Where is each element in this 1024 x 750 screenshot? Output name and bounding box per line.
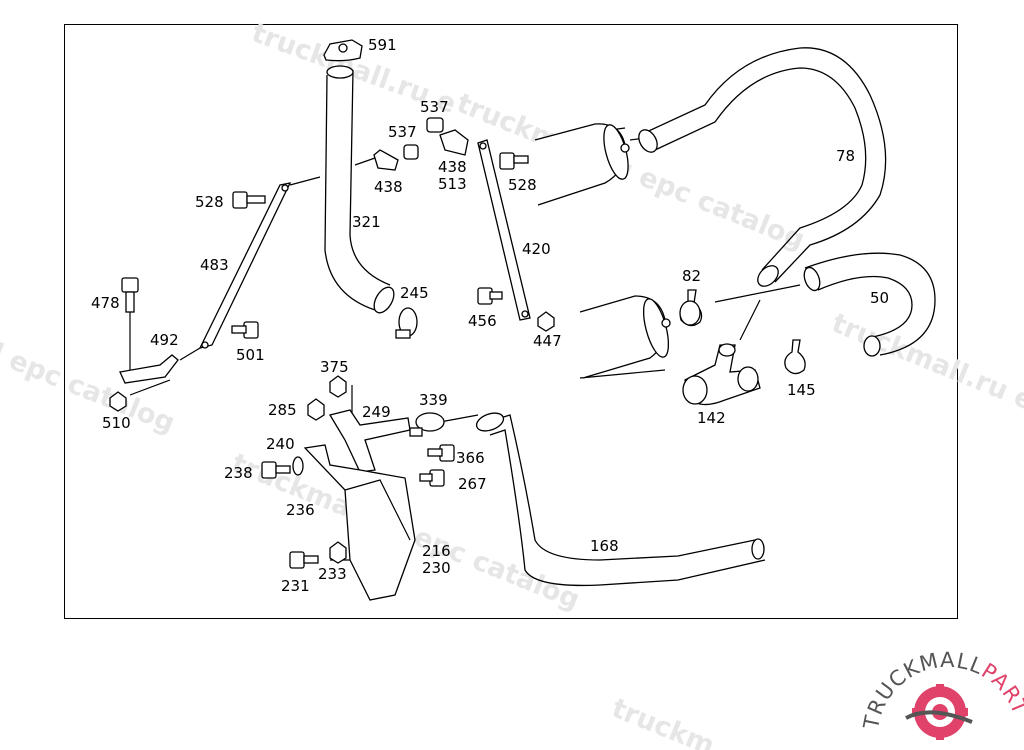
- label-537-a: 537: [420, 98, 449, 116]
- label-591: 591: [368, 36, 397, 54]
- label-321: 321: [352, 213, 381, 231]
- label-249: 249: [362, 403, 391, 421]
- clamp-245: [395, 307, 418, 339]
- bracket-492: [119, 354, 179, 384]
- label-78: 78: [836, 147, 855, 165]
- label-230: 230: [422, 559, 451, 577]
- pipe-321: [324, 65, 395, 314]
- watermark-layer: truckmall.ru e truckmall.ru epc catalog …: [0, 17, 1024, 750]
- label-447: 447: [533, 332, 562, 350]
- part-labels: 591 537 537 438 438 513 528 528 78 321 4…: [91, 36, 889, 595]
- label-375: 375: [320, 358, 349, 376]
- pipe-78: [638, 47, 887, 287]
- label-339: 339: [419, 391, 448, 409]
- label-537-b: 537: [388, 123, 417, 141]
- clamps-top: [373, 117, 469, 171]
- label-366: 366: [456, 449, 485, 467]
- cap-591: [323, 39, 363, 62]
- label-240: 240: [266, 435, 295, 453]
- label-438-b: 438: [374, 178, 403, 196]
- clamp-145: [784, 339, 806, 375]
- gear-icon: [905, 684, 973, 740]
- clamp-339: [409, 412, 445, 437]
- label-510: 510: [102, 414, 131, 432]
- pipe-168: [475, 412, 766, 587]
- label-82: 82: [682, 267, 701, 285]
- label-245: 245: [400, 284, 429, 302]
- label-238: 238: [224, 464, 253, 482]
- label-285: 285: [268, 401, 297, 419]
- y-pipe-142: [682, 343, 761, 406]
- label-513: 513: [438, 175, 467, 193]
- bolts: [109, 152, 555, 569]
- label-145: 145: [787, 381, 816, 399]
- label-528-a: 528: [195, 193, 224, 211]
- label-168: 168: [590, 537, 619, 555]
- shield-216: [303, 444, 416, 601]
- watermark-left: l epc catalog: [0, 338, 179, 439]
- label-233: 233: [318, 565, 347, 583]
- label-50: 50: [870, 289, 889, 307]
- diagram-frame: [64, 24, 958, 619]
- muffler-lower: [579, 295, 671, 379]
- watermark-right: truckmall.ru e: [827, 308, 1024, 417]
- label-142: 142: [697, 409, 726, 427]
- label-478: 478: [91, 294, 120, 312]
- label-231: 231: [281, 577, 310, 595]
- label-456: 456: [468, 312, 497, 330]
- muffler-upper: [534, 123, 630, 206]
- label-236: 236: [286, 501, 315, 519]
- clamp-82: [679, 289, 703, 327]
- label-528-b: 528: [508, 176, 537, 194]
- watermark-bottom: truckm: [607, 693, 718, 750]
- strap-420: [477, 139, 531, 321]
- pipe-50: [803, 252, 936, 357]
- label-483: 483: [200, 256, 229, 274]
- strap-483: [198, 182, 292, 349]
- label-492: 492: [150, 331, 179, 349]
- label-267: 267: [458, 475, 487, 493]
- bracket-249: [328, 409, 411, 473]
- label-501: 501: [236, 346, 265, 364]
- label-216: 216: [422, 542, 451, 560]
- label-438-a: 438: [438, 158, 467, 176]
- label-420: 420: [522, 240, 551, 258]
